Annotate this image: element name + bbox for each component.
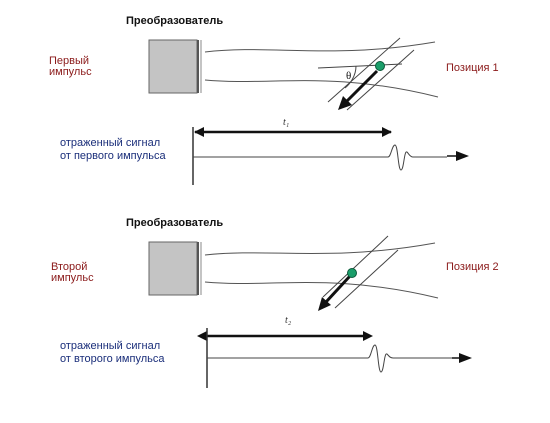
position-label-2: Позиция 2 xyxy=(446,261,499,273)
beam-line-2a xyxy=(322,235,389,298)
signal-label-1-line2: от первого импульса xyxy=(60,150,166,162)
beam-line-2b xyxy=(334,249,399,309)
vessel-wall-bottom-1 xyxy=(204,79,439,98)
time-arrow-right-head-1 xyxy=(382,127,392,137)
blood-particle-1 xyxy=(375,61,385,71)
time-label-2: t₂ xyxy=(285,315,292,326)
time-arrow-right-head-2 xyxy=(363,331,373,341)
pulse-label-2: Второй импульс xyxy=(51,262,94,284)
signal-label-1-line1: отраженный сигнал xyxy=(60,137,161,149)
beam-line-1a xyxy=(327,37,401,103)
vessel-wall-bottom-2 xyxy=(204,281,439,299)
signal-label-2-line2: от второго импульса xyxy=(60,353,165,365)
transducer-label-1: Преобразователь xyxy=(126,15,224,27)
blood-particle-2 xyxy=(347,268,357,278)
signal-trace-1 xyxy=(193,144,447,171)
angle-arc-1 xyxy=(344,65,357,89)
signal-trace-2 xyxy=(207,344,452,373)
flow-axis-1 xyxy=(317,63,403,69)
signal-label-2: отраженный сигнал от второго импульса xyxy=(60,340,164,366)
transducer-block-1 xyxy=(148,39,198,94)
signal-arrow-head-2 xyxy=(459,353,472,363)
vessel-wall-top-2 xyxy=(204,242,436,256)
pulse-label-2-line1: Второй xyxy=(51,261,88,273)
signal-arrow-head-1 xyxy=(456,151,469,161)
pulse-label-1-line2: импульс xyxy=(49,66,92,78)
time-label-1: t₁ xyxy=(283,117,290,128)
velocity-arrow-shaft-2 xyxy=(324,274,352,304)
pulse-label-1: Первый импульс xyxy=(49,56,92,78)
panel-1 xyxy=(148,37,469,185)
transducer-block-2 xyxy=(148,241,198,296)
velocity-arrow-shaft-1 xyxy=(344,69,379,104)
angle-theta-label: θ xyxy=(346,70,352,82)
vessel-wall-top-1 xyxy=(204,41,436,53)
pulse-label-1-line1: Первый xyxy=(49,55,90,67)
panel-2 xyxy=(148,235,472,388)
velocity-arrow-head-2 xyxy=(318,297,331,311)
time-arrow-left-head-1 xyxy=(194,127,204,137)
beam-line-1b xyxy=(346,49,415,111)
pulse-label-2-line2: импульс xyxy=(51,272,94,284)
position-label-1: Позиция 1 xyxy=(446,62,499,74)
signal-label-2-line1: отраженный сигнал xyxy=(60,340,161,352)
signal-label-1: отраженный сигнал от первого импульса xyxy=(60,137,166,163)
velocity-arrow-head-1 xyxy=(338,96,352,110)
transducer-label-2: Преобразователь xyxy=(126,217,224,229)
